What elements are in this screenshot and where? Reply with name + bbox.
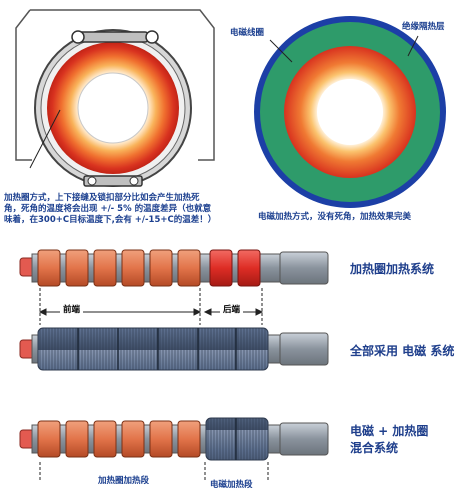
label-hybrid-system: 电磁 + 加热圈 混合系统 bbox=[350, 422, 428, 456]
band-heater-cross-section bbox=[0, 0, 230, 200]
label-coil: 电磁线圈 bbox=[230, 28, 265, 38]
label-band-heater-system: 加热圈加热系统 bbox=[350, 262, 435, 276]
band-heater-caption: 加热圈方式，上下接缝及锁扣部分比如会产生加热死 角，死角的温度将会出现 +/- … bbox=[4, 193, 234, 226]
caption-line-2: 角，死角的温度将会出现 +/- 5% 的温度差异（也就意 bbox=[4, 204, 212, 214]
hybrid-label-line-1: 电磁 + 加热圈 bbox=[350, 424, 429, 438]
caption-line-1: 加热圈方式，上下接缝及锁扣部分比如会产生加热死 bbox=[4, 193, 200, 203]
label-induction-system: 全部采用 电磁 系统 bbox=[350, 344, 455, 358]
row-induction bbox=[19, 327, 329, 371]
induction-caption: 电磁加热方式，没有死角，加热效果完美 bbox=[258, 212, 412, 222]
bottom-dimension-lines bbox=[39, 462, 269, 482]
label-insulation: 绝缘隔热层 bbox=[402, 22, 445, 32]
label-induction-section: 电磁加热段 bbox=[210, 480, 253, 490]
row-band-heater bbox=[19, 249, 329, 287]
label-rear: 后端 bbox=[220, 305, 244, 316]
screw-diagram bbox=[0, 230, 474, 500]
label-front: 前端 bbox=[60, 305, 84, 316]
label-band-heater-section: 加热圈加热段 bbox=[98, 476, 150, 486]
caption-line-3: 味着，在300+C目标温度下,会有 +/-15+C的温差！） bbox=[4, 215, 217, 225]
row-hybrid bbox=[19, 417, 329, 461]
hybrid-label-line-2: 混合系统 bbox=[350, 441, 399, 455]
induction-cross-section bbox=[230, 0, 474, 230]
